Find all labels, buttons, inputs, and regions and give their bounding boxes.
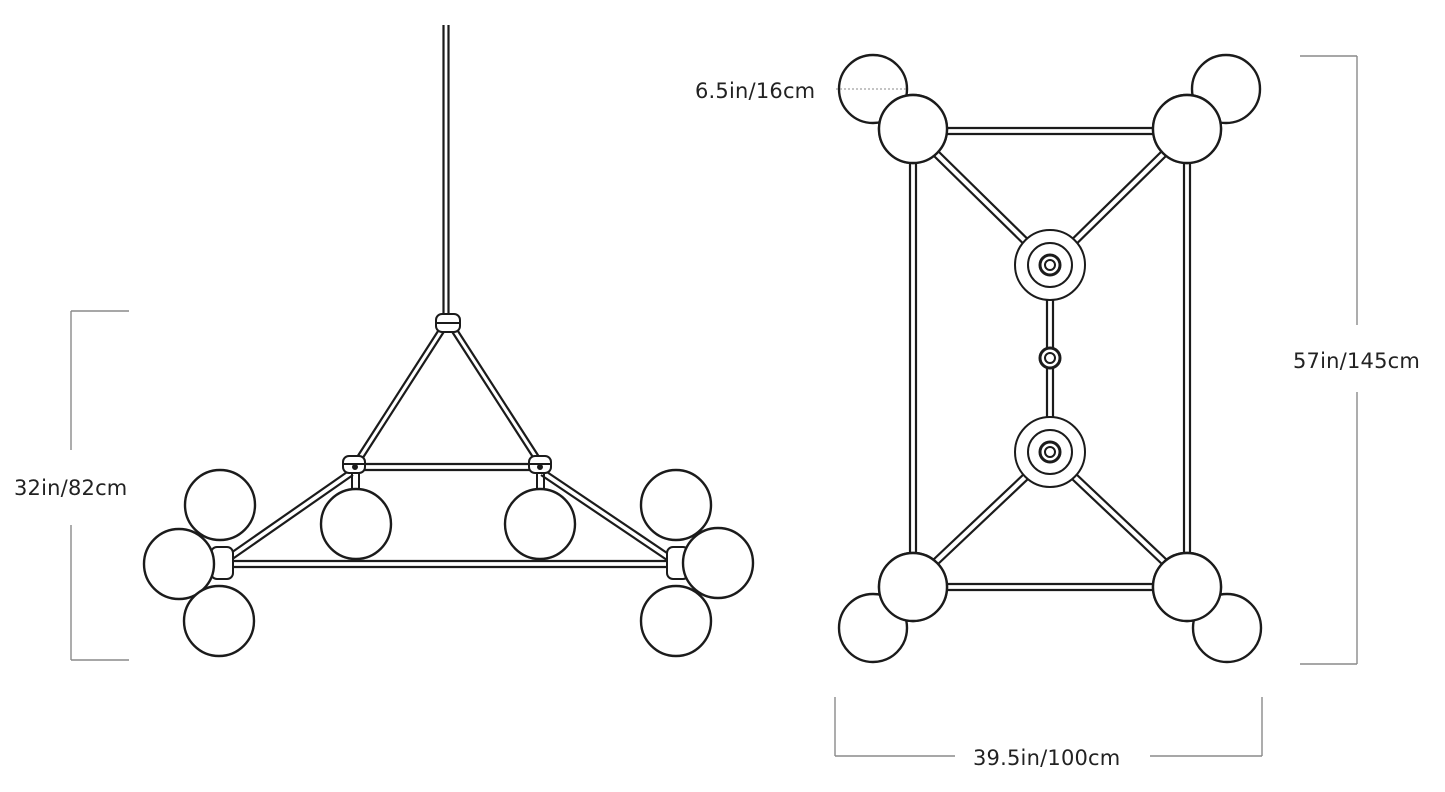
upper-canopy [1014, 229, 1086, 301]
top-view [837, 53, 1263, 664]
top-frame [908, 126, 1192, 592]
globe [319, 487, 393, 561]
side-height-label: 32in/82cm [14, 476, 127, 500]
globe-diameter-label: 6.5in/16cm [695, 79, 815, 103]
top-width-label: 39.5in/100cm [973, 746, 1120, 770]
globe [183, 468, 257, 542]
center-hub [1038, 346, 1062, 370]
top-length-label: 57in/145cm [1293, 349, 1420, 373]
globe [639, 468, 713, 542]
globe [681, 526, 755, 600]
side-joints [210, 313, 690, 580]
top-width-dimension [834, 697, 1263, 757]
globe [503, 487, 577, 561]
lower-canopy [1014, 416, 1086, 488]
side-height-dimension [70, 310, 129, 661]
front-globes [877, 93, 1223, 623]
globe [142, 527, 216, 601]
side-globes [142, 468, 755, 658]
globe [182, 584, 256, 658]
globe [639, 584, 713, 658]
side-view [142, 25, 755, 658]
top-hubs [1014, 229, 1086, 488]
top-length-dimension [1300, 55, 1358, 665]
hanging-rod [442, 25, 450, 316]
globe-stems [351, 472, 545, 489]
side-frame [225, 327, 675, 569]
